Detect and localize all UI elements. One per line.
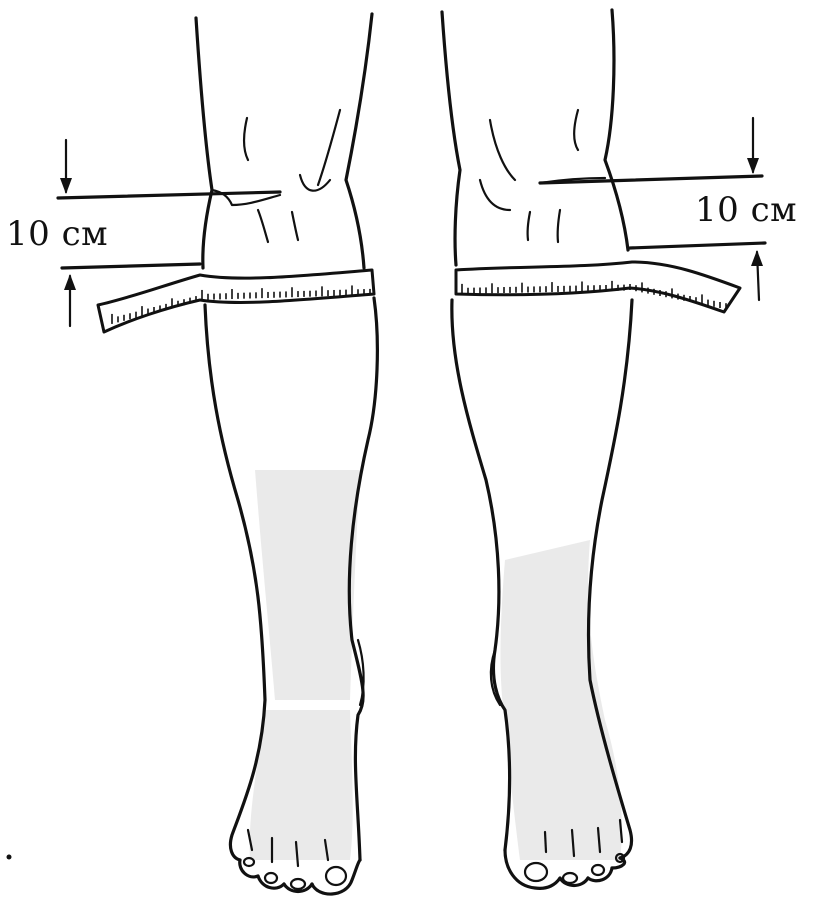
measuring-tape-icon (98, 270, 374, 332)
right-leg-icon (442, 10, 632, 888)
arrow-icon (751, 250, 763, 300)
arrow-icon (747, 118, 759, 174)
right-measurement-label: 10 см (695, 190, 797, 230)
left-measurement-label: 10 см (6, 214, 108, 254)
left-leg-icon (196, 14, 377, 894)
arrow-icon (60, 140, 72, 194)
arrow-icon (64, 274, 76, 326)
stray-dot (7, 855, 12, 860)
measuring-tape-icon (456, 262, 740, 312)
